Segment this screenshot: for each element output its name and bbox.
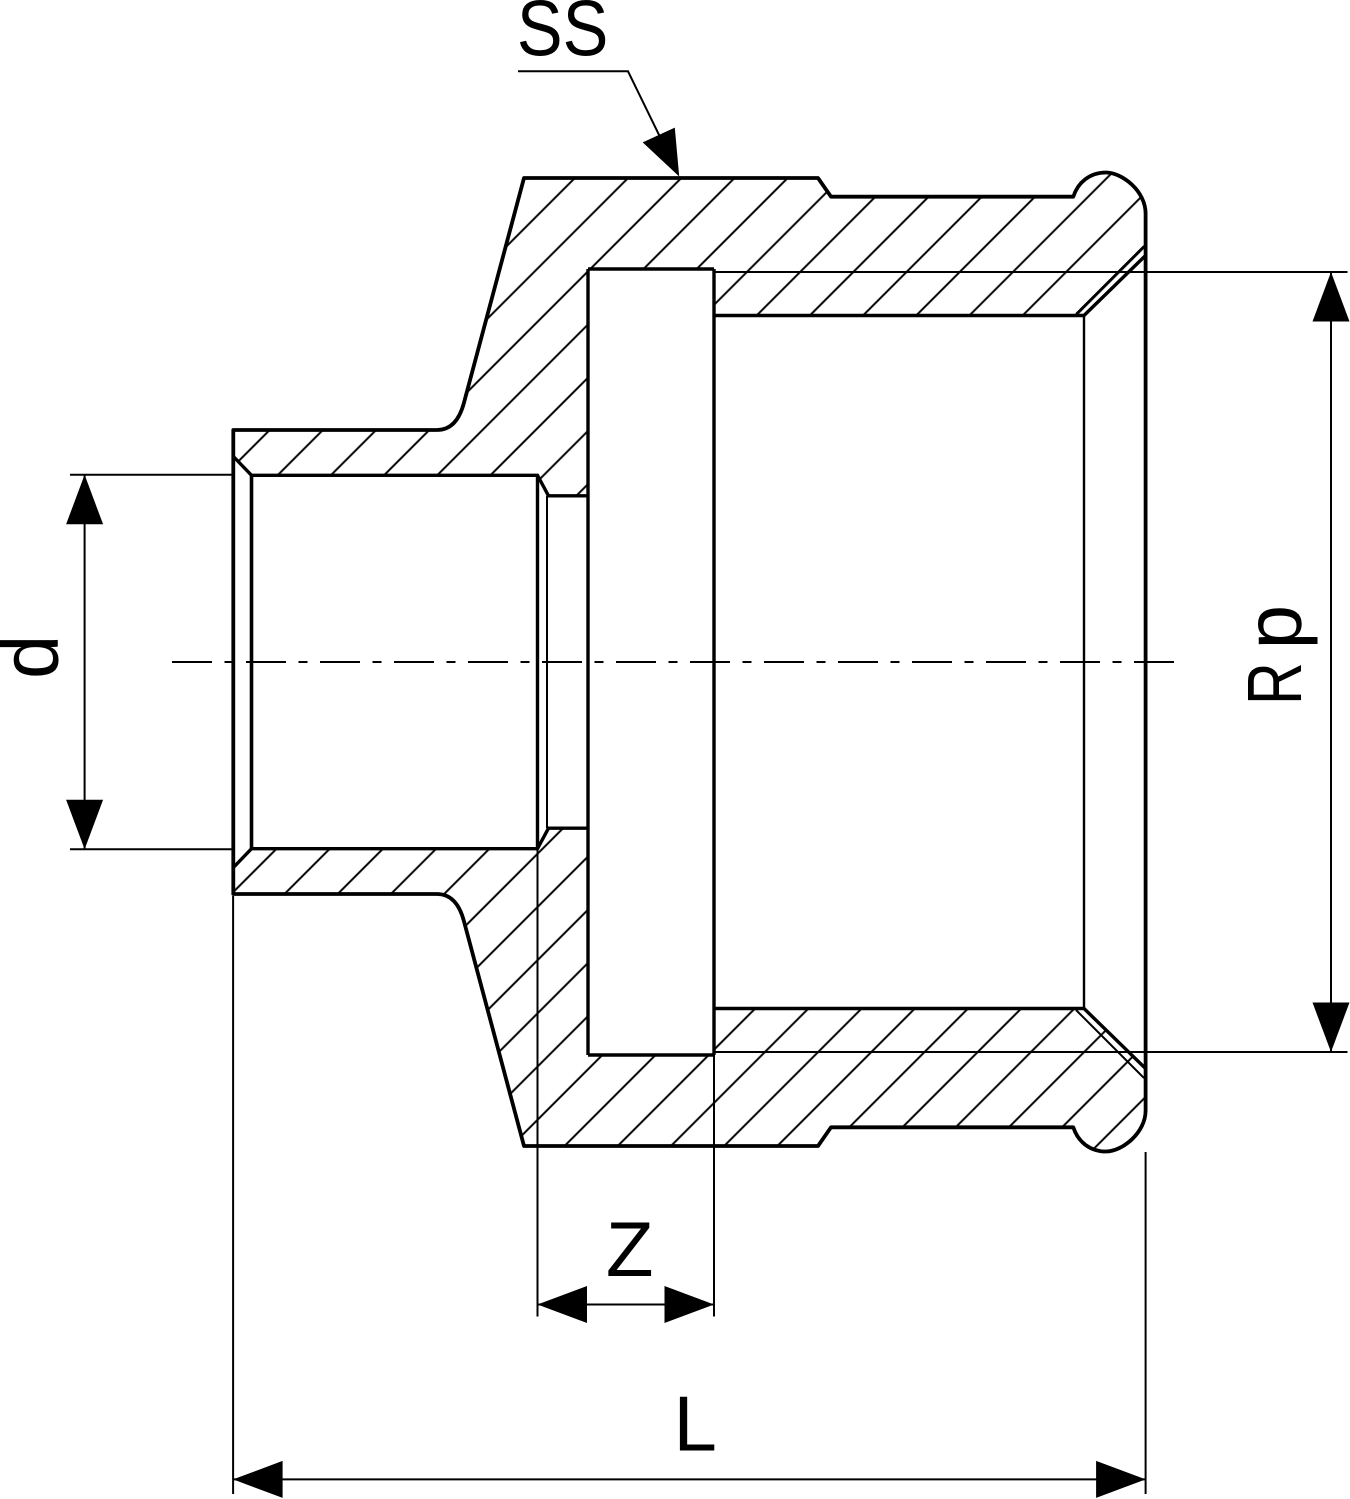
svg-text:p: p: [1229, 605, 1318, 650]
svg-text:d: d: [0, 635, 76, 679]
svg-text:L: L: [674, 1380, 717, 1468]
svg-text:SS: SS: [517, 0, 608, 72]
svg-text:R: R: [1232, 662, 1318, 705]
svg-text:Z: Z: [606, 1205, 654, 1293]
